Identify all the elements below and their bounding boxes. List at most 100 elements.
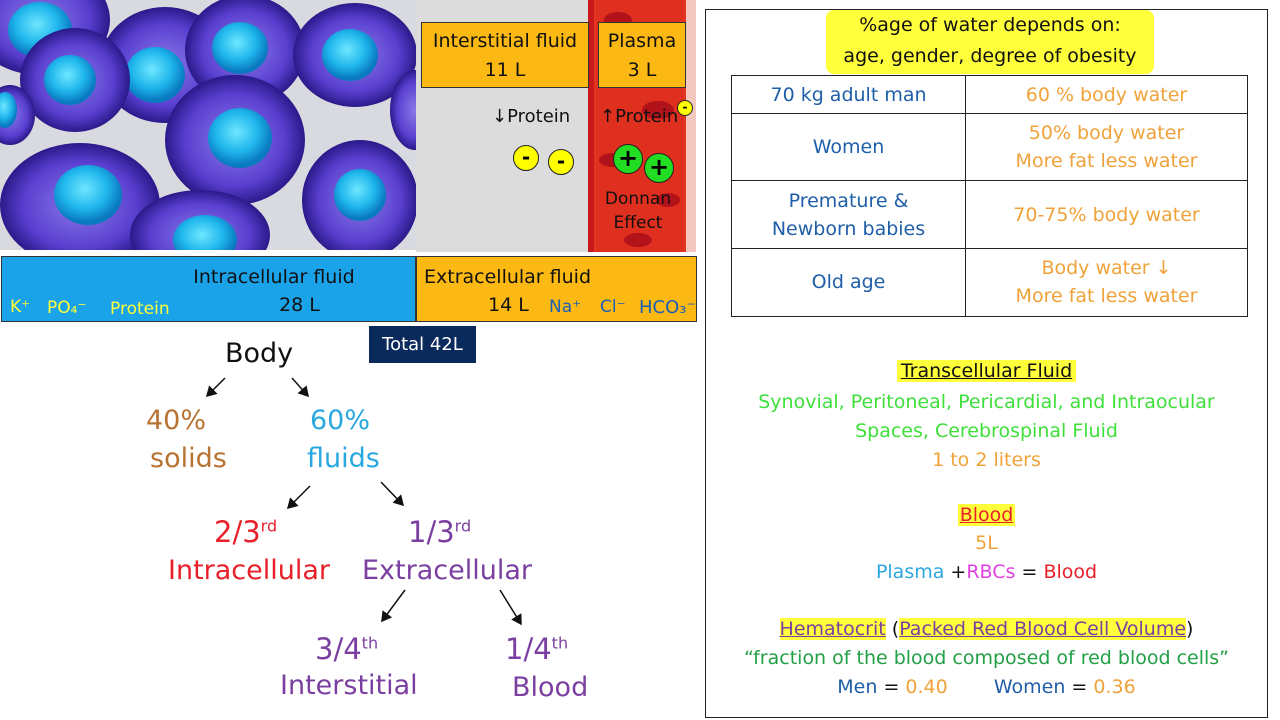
tree-blood-fraction: 1/4th bbox=[505, 632, 568, 666]
donnan-effect-label: Donnan Effect bbox=[603, 187, 673, 235]
table-row: Premature & Newborn babies 70-75% body w… bbox=[731, 180, 1248, 249]
extra-fraction-value: 1/3 bbox=[408, 515, 455, 549]
blood-eq-plasma: Plasma bbox=[875, 561, 945, 583]
row-info-text: 60 % body water bbox=[1025, 83, 1188, 106]
hematocrit-women-value: 0.36 bbox=[1093, 676, 1136, 698]
row-info-text: 70-75% body water bbox=[1013, 203, 1200, 226]
row-group-text: Newborn babies bbox=[771, 217, 926, 240]
transcellular-line2: Spaces, Cerebrospinal Fluid bbox=[855, 420, 1118, 442]
ion-na: Na⁺ bbox=[549, 297, 582, 317]
blood-fraction-value: 1/4 bbox=[505, 632, 552, 666]
plasma-protein-label: ↑Protein bbox=[600, 106, 679, 127]
inter-fraction-sup: th bbox=[361, 633, 379, 653]
inter-fraction-value: 3/4 bbox=[315, 632, 362, 666]
plasma-label: Plasma bbox=[607, 30, 677, 52]
intracellular-fluid-box: Intracellular fluid 28 L K⁺ PO₄⁻ Protein bbox=[1, 256, 416, 322]
row-group-text: Old age bbox=[811, 271, 886, 294]
blood-fraction-sup: th bbox=[551, 633, 569, 653]
interstitial-protein-label: ↓Protein bbox=[492, 106, 571, 127]
ion-protein: Protein bbox=[110, 299, 170, 319]
intracellular-fluid-value: 28 L bbox=[279, 294, 320, 316]
row-info-text: More fat less water bbox=[1015, 150, 1198, 173]
tree-arrows bbox=[205, 377, 522, 626]
extracellular-fluid-box: Extracellular fluid 14 L Na⁺ Cl⁻ HCO₃⁻ bbox=[416, 256, 697, 322]
hematocrit-definition: “fraction of the blood composed of red b… bbox=[743, 647, 1230, 669]
plasma-box: Plasma 3 L bbox=[598, 22, 686, 88]
table-cell-group: Women bbox=[731, 113, 966, 182]
row-group-text: Women bbox=[812, 136, 885, 159]
total-volume-badge: Total 42L bbox=[369, 326, 476, 363]
tree-fluids-percent: 60% bbox=[310, 405, 371, 436]
blood-eq-plus: + bbox=[950, 561, 967, 583]
arrow-fluids-intra bbox=[286, 485, 311, 510]
tree-interstitial: Interstitial bbox=[280, 670, 418, 701]
water-heading-line2: age, gender, degree of obesity bbox=[843, 45, 1137, 67]
hematocrit-women-label: Women bbox=[993, 676, 1066, 698]
hematocrit-men-value: 0.40 bbox=[905, 676, 948, 698]
tree-inter-fraction: 3/4th bbox=[315, 632, 378, 666]
tree-extracellular: Extracellular bbox=[362, 555, 532, 586]
transcellular-title: Transcellular Fluid bbox=[896, 360, 1077, 382]
table-cell-info: 50% body water More fat less water bbox=[965, 113, 1248, 182]
arrow-body-fluids bbox=[291, 377, 309, 398]
hematocrit-men-label: Men bbox=[837, 676, 878, 698]
positive-charge-icon: + bbox=[644, 153, 674, 183]
hematocrit-heading: Hematocrit (Packed Red Blood Cell Volume… bbox=[705, 618, 1268, 640]
table-row: 70 kg adult man 60 % body water bbox=[731, 74, 1248, 115]
row-group-text: Premature & bbox=[788, 189, 909, 212]
table-cell-info: Body water ↓ More fat less water bbox=[965, 247, 1248, 318]
table-row: Old age Body water ↓ More fat less water bbox=[731, 247, 1248, 318]
arrow-body-solids bbox=[205, 377, 226, 398]
donnan-line2: Effect bbox=[613, 213, 663, 233]
table-cell-info: 70-75% body water bbox=[965, 180, 1248, 249]
hematocrit-values: Men = 0.40 Women = 0.36 bbox=[705, 676, 1268, 698]
right-panel bbox=[705, 9, 1268, 718]
negative-charge-icon: - bbox=[513, 145, 539, 171]
water-table: 70 kg adult man 60 % body water Women 50… bbox=[731, 74, 1248, 318]
blood-title: Blood bbox=[957, 504, 1016, 526]
table-cell-info: 60 % body water bbox=[965, 74, 1248, 115]
row-info-text: More fat less water bbox=[1015, 285, 1198, 308]
transcellular-body: Synovial, Peritoneal, Pericardial, and I… bbox=[705, 388, 1268, 475]
table-row: Women 50% body water More fat less water bbox=[731, 113, 1248, 182]
ion-k: K⁺ bbox=[10, 297, 31, 317]
hematocrit-men-equals: = bbox=[883, 676, 900, 698]
hematocrit-paren-open: ( bbox=[891, 618, 900, 640]
blood-eq-rbcs: RBCs bbox=[966, 561, 1016, 583]
tree-intracellular: Intracellular bbox=[168, 555, 331, 586]
intracellular-fluid-label: Intracellular fluid bbox=[193, 266, 355, 288]
negative-charge-icon: - bbox=[548, 149, 574, 175]
blood-volume: 5L bbox=[975, 532, 998, 554]
arrow-extra-inter bbox=[381, 589, 406, 623]
intra-fraction-sup: rd bbox=[260, 516, 278, 536]
row-info-text: 50% body water bbox=[1028, 122, 1185, 145]
tree-body: Body bbox=[225, 338, 294, 369]
blood-equation: Plasma +RBCs = Blood bbox=[705, 561, 1268, 583]
blood-section: Blood bbox=[705, 504, 1268, 526]
tree-intra-fraction: 2/3rd bbox=[214, 515, 277, 549]
positive-charge-icon: + bbox=[613, 144, 643, 174]
row-info-text: Body water ↓ bbox=[1041, 257, 1172, 280]
negative-charge-icon: - bbox=[677, 100, 693, 116]
arrow-extra-blood bbox=[499, 589, 522, 626]
tree-blood: Blood bbox=[512, 672, 589, 703]
blood-eq-blood: Blood bbox=[1043, 561, 1098, 583]
tree-fluids: fluids bbox=[307, 443, 380, 474]
water-heading: %age of water depends on: age, gender, d… bbox=[826, 10, 1154, 74]
interstitial-fluid-box: Interstitial fluid 11 L bbox=[421, 22, 589, 88]
interstitial-fluid-value: 11 L bbox=[484, 59, 526, 81]
donnan-line1: Donnan bbox=[604, 189, 672, 209]
tree-solids: solids bbox=[150, 443, 227, 474]
row-group-text: 70 kg adult man bbox=[770, 83, 927, 106]
hematocrit-subtitle: Packed Red Blood Cell Volume bbox=[899, 618, 1187, 640]
arrow-fluids-extra bbox=[380, 481, 405, 507]
table-cell-group: Premature & Newborn babies bbox=[731, 180, 966, 249]
hematocrit-title: Hematocrit bbox=[779, 618, 886, 640]
cells-image bbox=[0, 0, 416, 250]
extra-fraction-sup: rd bbox=[454, 516, 472, 536]
blood-eq-equals: = bbox=[1021, 561, 1038, 583]
transcellular-volume: 1 to 2 liters bbox=[932, 449, 1041, 471]
intra-fraction-value: 2/3 bbox=[214, 515, 261, 549]
water-heading-line1: %age of water depends on: bbox=[859, 14, 1121, 36]
tree-extra-fraction: 1/3rd bbox=[408, 515, 471, 549]
